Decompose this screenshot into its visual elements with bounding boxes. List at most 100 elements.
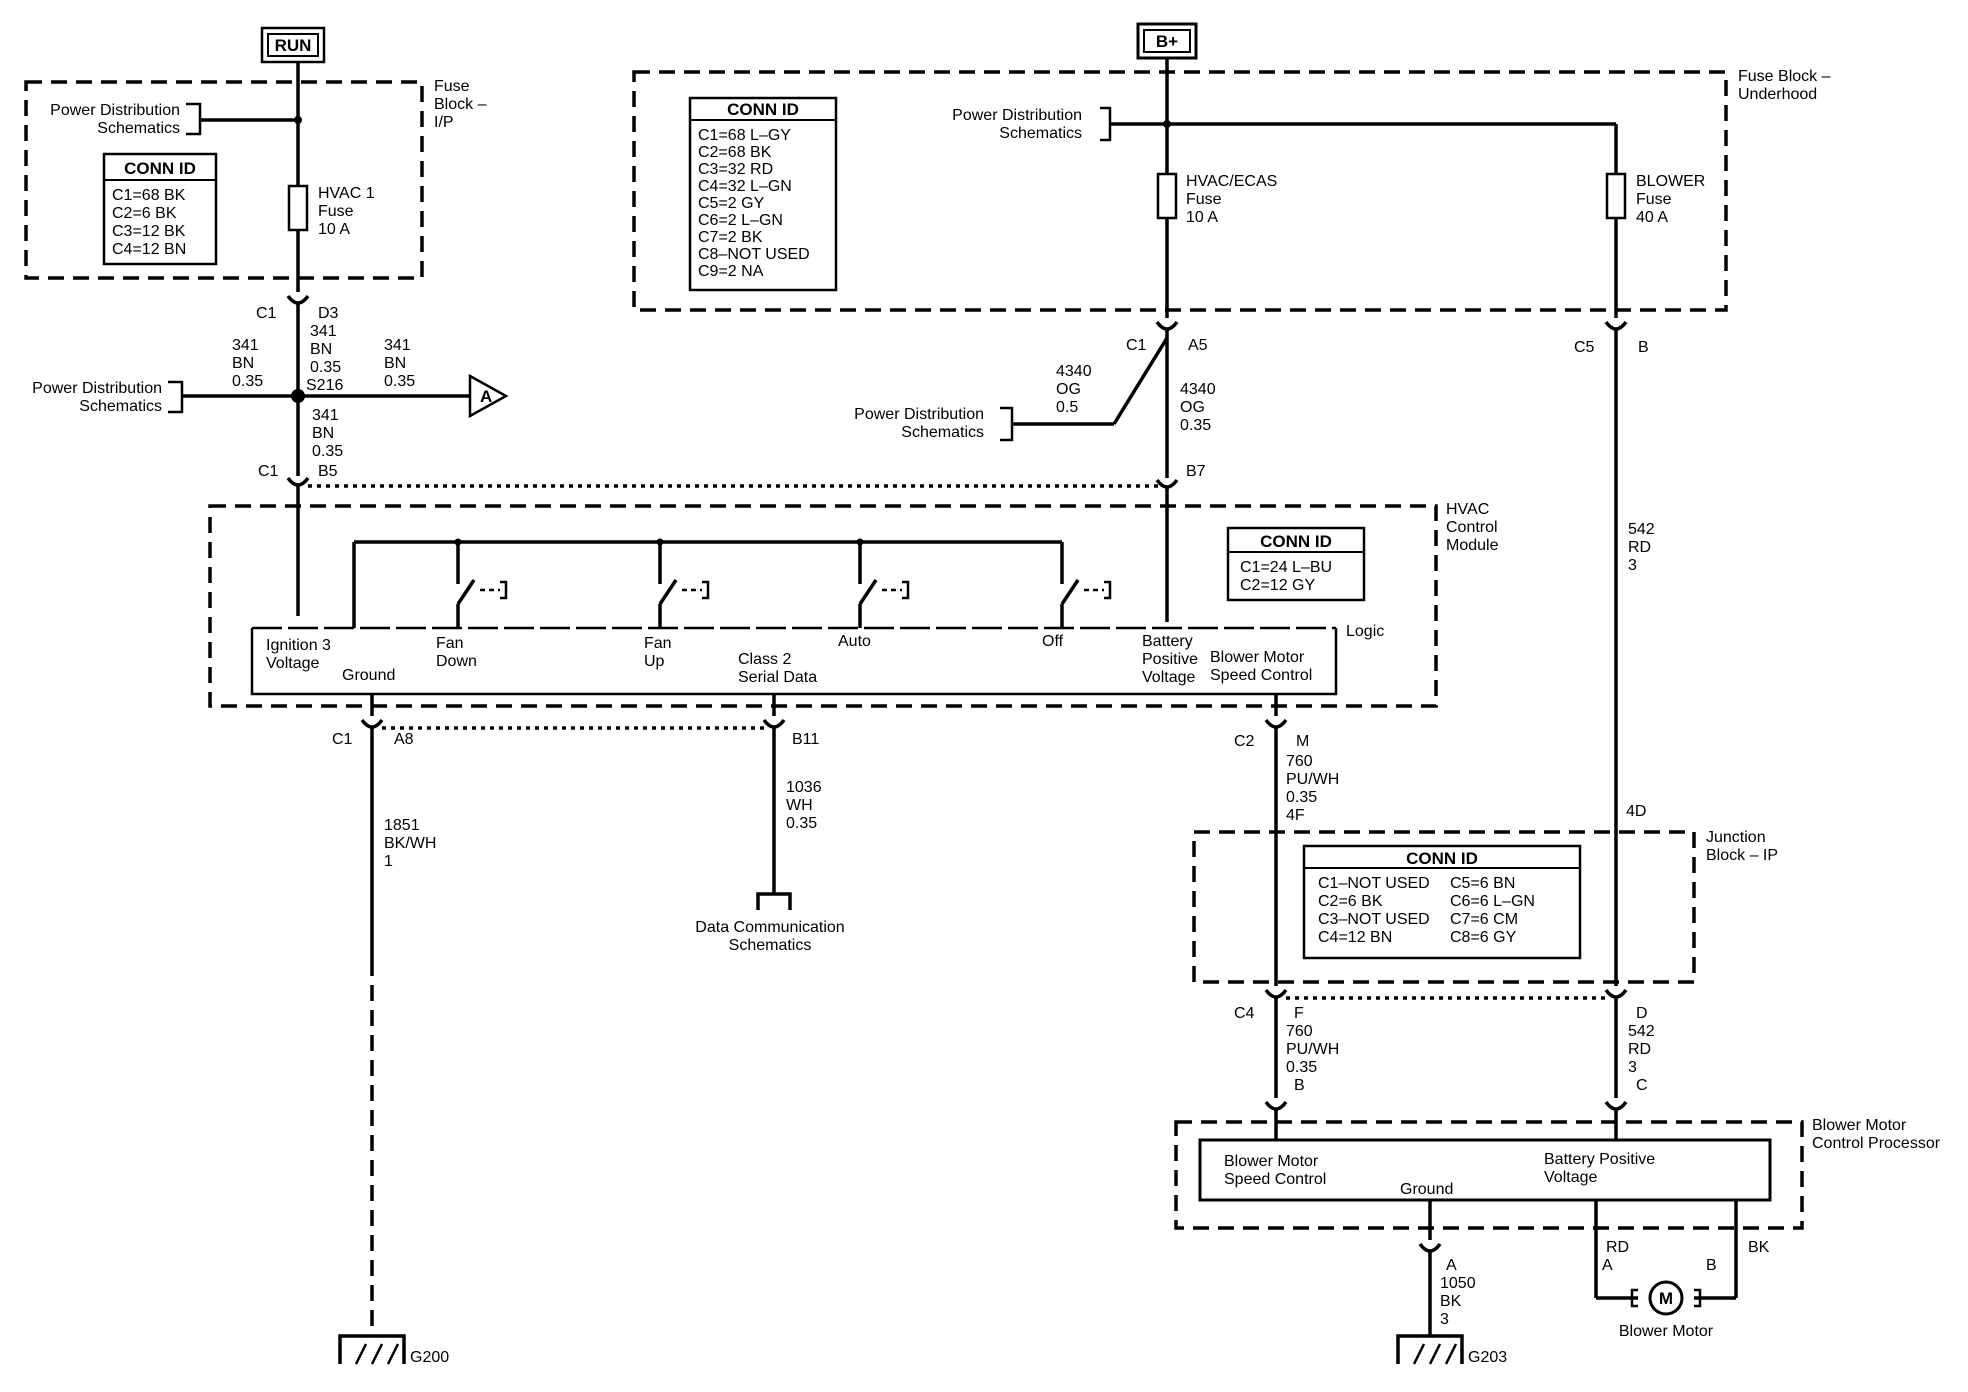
proc-batt-1: Battery Positive: [1544, 1151, 1655, 1168]
connector-c4-f: [1264, 988, 1288, 999]
hvac1-fuse-1: HVAC 1: [318, 185, 375, 202]
jconn-r4: C8=6 GY: [1450, 929, 1517, 946]
run-terminal: RUN: [260, 26, 326, 64]
fuse-uh-conn-6: C6=2 L–GN: [698, 212, 783, 229]
w760a-4: 4F: [1286, 807, 1305, 824]
hvac-ecas-fuse-1: HVAC/ECAS: [1186, 173, 1277, 190]
blower-ctrl-2: Speed Control: [1210, 667, 1312, 684]
hvac-conn-1: C1=24 L–BU: [1240, 559, 1332, 576]
fan-up-1: Fan: [644, 635, 672, 652]
connector-c2-m: [1264, 718, 1288, 729]
b5-label: B5: [318, 463, 338, 480]
w1050-1: 1050: [1440, 1275, 1476, 1292]
connector-b: [1264, 1100, 1288, 1111]
w1851-2: BK/WH: [384, 835, 436, 852]
ground-g200: [338, 1334, 406, 1365]
hvac-conn-2: C2=12 GY: [1240, 577, 1315, 594]
proc-speed-2: Speed Control: [1224, 1171, 1326, 1188]
c1b-label: C1: [258, 463, 279, 480]
connector-b11: [762, 718, 786, 729]
fuse-uh-conn-4: C4=32 L–GN: [698, 178, 792, 195]
fuse-block-ip: Fuse Block – I/P Power Distribution Sche…: [24, 78, 487, 280]
w341c-2: BN: [384, 355, 406, 372]
w542b-1: 542: [1628, 1023, 1655, 1040]
w4340a-2: OG: [1056, 381, 1081, 398]
w542-3: 3: [1628, 557, 1637, 574]
w4340a-3: 0.5: [1056, 399, 1078, 416]
connector-c1-d3: [286, 294, 310, 305]
jconn-l2: C2=6 BK: [1318, 893, 1383, 910]
run-label: RUN: [275, 36, 312, 55]
g200-label: G200: [410, 1349, 449, 1366]
g203-label: G203: [1468, 1349, 1507, 1366]
blower-fuse-symbol: [1605, 172, 1627, 220]
fuse-ip-conn-1: C1=68 BK: [112, 187, 186, 204]
motor-pin-b: B: [1706, 1257, 1717, 1274]
fuse-uh-conn-7: C7=2 BK: [698, 229, 763, 246]
hvac-ecas-fuse-2: Fuse: [1186, 191, 1222, 208]
hvac-title-3: Module: [1446, 537, 1499, 554]
blower-fuse-2: Fuse: [1636, 191, 1672, 208]
mid-a5: A5: [1188, 337, 1208, 354]
proc-speed-1: Blower Motor: [1224, 1153, 1319, 1170]
fuse-ip-conn-4: C4=12 BN: [112, 241, 186, 258]
w341c-3: 0.35: [384, 373, 415, 390]
fuse-uh-title-2: Underhood: [1738, 86, 1817, 103]
hvac1-fuse-symbol: [287, 184, 309, 232]
motor-m-label: M: [1659, 1289, 1673, 1308]
jconn-l4: C4=12 BN: [1318, 929, 1392, 946]
w341d-3: 0.35: [312, 443, 343, 460]
w341c-1: 341: [384, 337, 411, 354]
jconn-r1: C5=6 BN: [1450, 875, 1515, 892]
bplus-terminal: B+: [1136, 22, 1198, 60]
w1036-2: WH: [786, 797, 813, 814]
switch-fan-up: [656, 538, 710, 628]
c-pin-label: C: [1636, 1077, 1648, 1094]
fuse-uh-conn-8: C8–NOT USED: [698, 246, 810, 263]
splice-dot: [291, 389, 305, 403]
splice-s216: S216: [306, 377, 343, 394]
blower-motor-symbol: M: [1630, 1280, 1702, 1316]
connector-d: [1604, 988, 1628, 999]
junction-block-ip: Junction Block – IP CONN ID C1–NOT USED …: [1192, 829, 1778, 984]
connector-c1-b5: [286, 476, 310, 487]
b-pin-label: B: [1294, 1077, 1305, 1094]
fuse-block-underhood: Fuse Block – Underhood CONN ID C1=68 L–G…: [632, 68, 1831, 312]
c1-label: C1: [256, 305, 277, 322]
blower-ctrl-1: Blower Motor: [1210, 649, 1305, 666]
off-label: Off: [1042, 633, 1064, 650]
junction-title-1: Junction: [1706, 829, 1766, 846]
fuse-uh-conn-title: CONN ID: [727, 100, 799, 119]
switch-auto: [856, 538, 910, 628]
ign-label-2: Voltage: [266, 655, 319, 672]
blower-fuse-1: BLOWER: [1636, 173, 1705, 190]
w341b-1: 341: [232, 337, 259, 354]
jconn-l1: C1–NOT USED: [1318, 875, 1430, 892]
w1050-3: 3: [1440, 1311, 1449, 1328]
fuse-uh-conn-3: C3=32 RD: [698, 161, 773, 178]
motor-pin-a: A: [1602, 1257, 1613, 1274]
connector-c1-a8: [360, 718, 384, 729]
fan-down-2: Down: [436, 653, 477, 670]
arrow-a-label: A: [480, 387, 492, 406]
fuse-ip-title-2: Block –: [434, 96, 487, 113]
w1036-3: 0.35: [786, 815, 817, 832]
b7-label: B7: [1186, 463, 1206, 480]
w760b-3: 0.35: [1286, 1059, 1317, 1076]
w341b-2: BN: [232, 355, 254, 372]
w341a-2: BN: [310, 341, 332, 358]
arrow-a: [468, 373, 509, 419]
w760b-2: PU/WH: [1286, 1041, 1339, 1058]
proc-title-2: Control Processor: [1812, 1135, 1941, 1152]
ground-label: Ground: [342, 667, 395, 684]
w542b-2: RD: [1628, 1041, 1651, 1058]
pd-splice-line1: Power Distribution: [32, 380, 162, 397]
c2-label: C2: [1234, 733, 1255, 750]
fuse-ip-conn-3: C3=12 BK: [112, 223, 186, 240]
pd-splice-line2: Schematics: [79, 398, 162, 415]
c4-label: C4: [1234, 1005, 1255, 1022]
hvac-title-2: Control: [1446, 519, 1498, 536]
w1036-1: 1036: [786, 779, 822, 796]
w760b-1: 760: [1286, 1023, 1313, 1040]
m-label: M: [1296, 733, 1309, 750]
